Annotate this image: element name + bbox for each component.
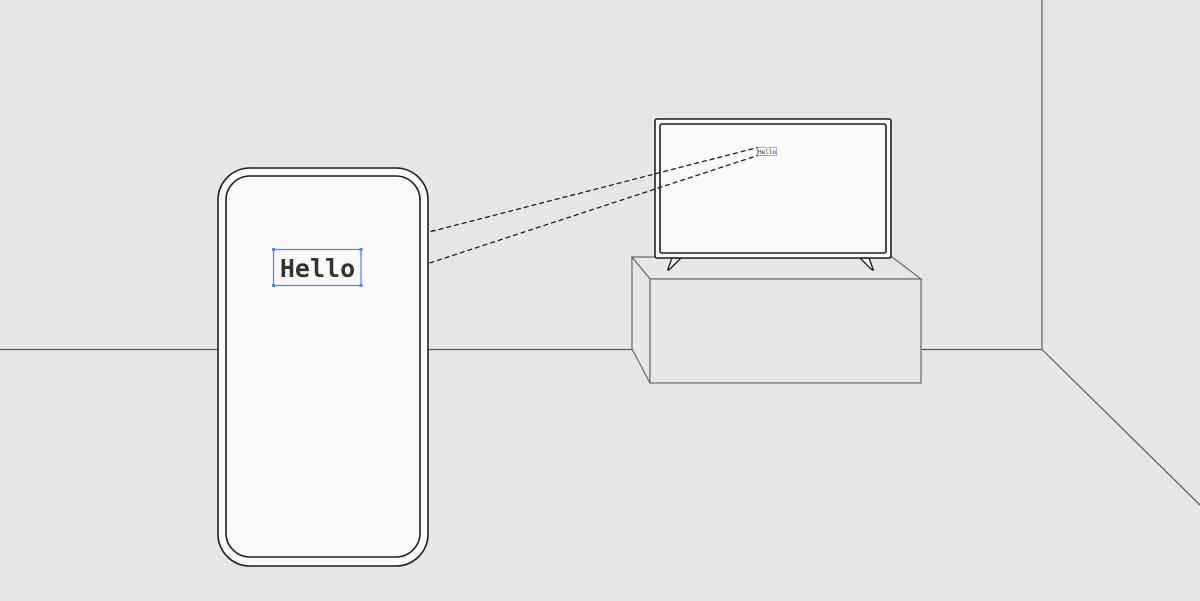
tv-foot-right — [858, 257, 874, 271]
tv-stand — [630, 255, 923, 384]
selection-handle-top-right[interactable] — [359, 248, 363, 251]
tv-selection-box — [757, 147, 777, 156]
phone: Hello — [217, 167, 429, 567]
room — [0, 0, 1200, 506]
tv-stand-side — [631, 255, 651, 384]
tv-screen — [659, 123, 887, 254]
phone-selection-box[interactable] — [272, 248, 362, 287]
tv-stand-front — [649, 278, 922, 384]
projection-line-bottom — [360, 154, 758, 287]
tv-hello-text: Hello — [758, 149, 776, 156]
selection-handle-bottom-left[interactable] — [272, 284, 275, 287]
phone-hello-text: Hello — [280, 254, 355, 283]
floor-corner-line — [1041, 349, 1200, 506]
tv: Hello — [654, 118, 892, 271]
selection-handle-top-left[interactable] — [272, 248, 275, 251]
phone-screen — [225, 175, 421, 558]
tv-foot-left — [667, 257, 683, 271]
selection-handle-bottom-right[interactable] — [359, 284, 363, 287]
